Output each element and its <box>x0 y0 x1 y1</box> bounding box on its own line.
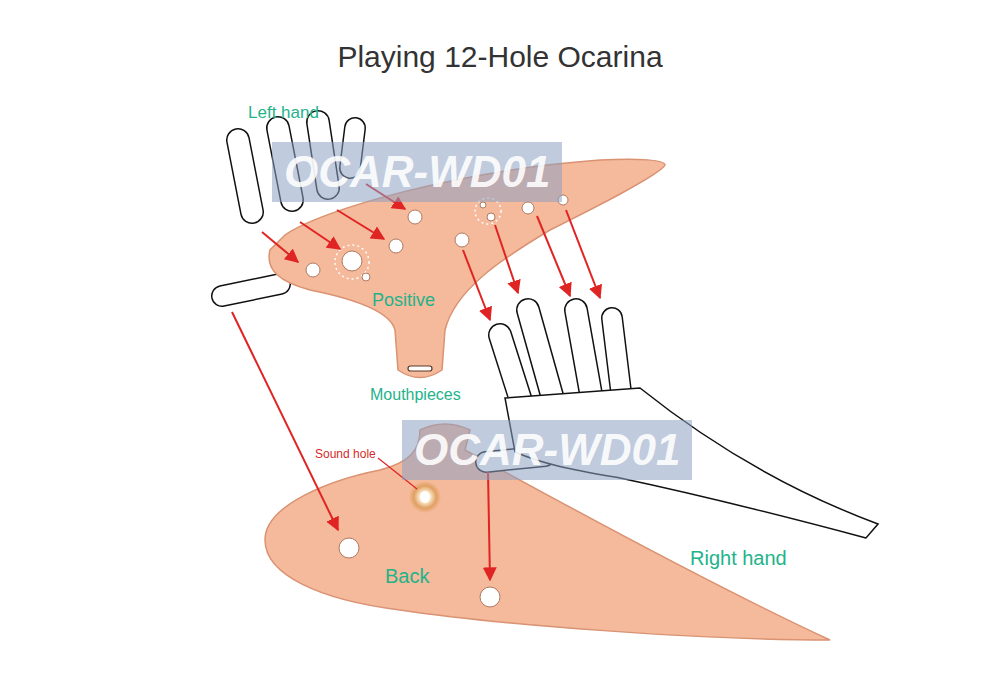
watermark: OCAR-WD01 <box>272 142 562 202</box>
view-label: Back <box>385 565 429 588</box>
view-label: Positive <box>372 290 435 311</box>
diagram-title: Playing 12-Hole Ocarina <box>0 40 1000 74</box>
hand-label: Right hand <box>690 547 787 570</box>
part-label: Sound hole <box>315 447 376 461</box>
watermark: OCAR-WD01 <box>402 420 692 480</box>
part-label: Mouthpieces <box>370 386 461 404</box>
hand-label: Left hand <box>248 103 319 123</box>
